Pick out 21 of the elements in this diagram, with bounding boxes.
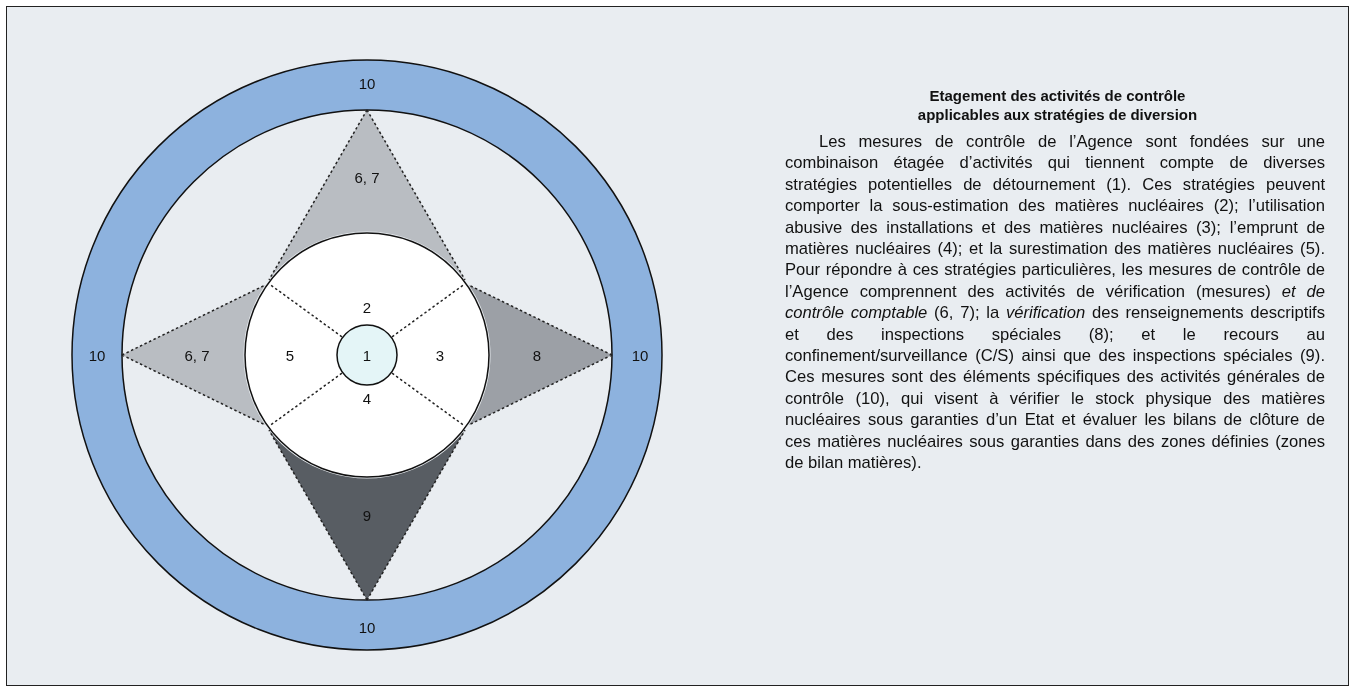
inner-disk — [244, 232, 490, 478]
region-number: 4 — [362, 389, 372, 407]
region-number: 10 — [88, 346, 106, 364]
region-number: 3 — [435, 346, 445, 364]
heading: Etagement des activités de contrôle applicables aux stratégies de diversion — [916, 86, 1199, 124]
region-number: 8 — [532, 346, 542, 364]
triangle-segment — [268, 429, 466, 601]
region-number: 6, 7 — [354, 168, 380, 186]
region-number: 9 — [362, 506, 372, 524]
region-number: 1 — [362, 346, 372, 364]
body-paragraph: Les mesures de contrôle de l’Agence sont fondées sur une combinaison étagée d’activités qui tiennent compte de diverses stratégies potentielles de détournement (1). Ces stratégies peuvent comporter la sous-estimation des matières nucléaires (2); l’utilisation abusive des installations et des matières nucléaires (3); l’emprunt de matières nucléaires (4); et la surestimation des matières nucléaires (5). Pour répondre à ces stratégies particulières, les mesures de contrôle de l’Agence comprennent des activités de vérification (mesures) et de contrôle comptable (6, 7); la vérification des renseignements descriptifs et des inspections spéciales (8); et le recours au confinement/surveillance (C/S) ainsi que des inspections spéciales (9). Ces mesures sont des éléments spécifiques des activités générales de contrôle (10), qui visent à vérifier le stock physique des matières nucléaires sous garanties d’un Etat et évaluer les bilans de clôture de ces matières nucléaires sous garanties dans des zones définies (zones de bilan matières). — [785, 131, 1325, 474]
region-number: 10 — [358, 74, 376, 92]
triangle-segment — [468, 284, 613, 426]
triangle-segment — [268, 109, 466, 281]
region-number: 10 — [358, 618, 376, 636]
region-number: 10 — [631, 346, 649, 364]
triangle-segment — [121, 284, 266, 426]
region-number: 6, 7 — [184, 346, 210, 364]
region-number: 2 — [362, 298, 372, 316]
center-circle — [336, 324, 398, 386]
region-number: 5 — [285, 346, 295, 364]
